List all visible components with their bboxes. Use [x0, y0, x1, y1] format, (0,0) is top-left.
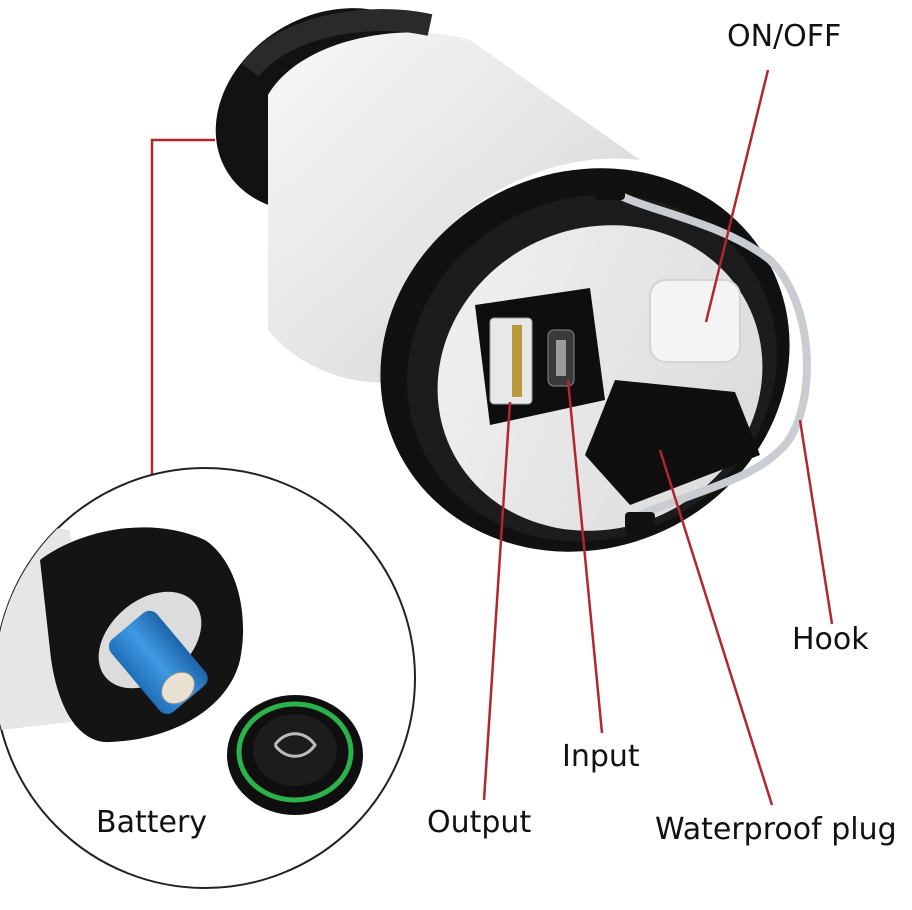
waterproof-plug-label: Waterproof plug [655, 812, 897, 847]
onoff-label: ON/OFF [727, 19, 842, 54]
port-panel [475, 288, 605, 425]
waterproof-plug [585, 380, 760, 505]
battery-label: Battery [96, 805, 208, 840]
onoff-button [649, 279, 741, 363]
input-label: Input [562, 739, 640, 774]
output-label: Output [427, 805, 532, 840]
usb-output-port [489, 317, 533, 405]
battery-detail-inset [0, 467, 416, 889]
hook-handle [595, 178, 811, 534]
hook-label: Hook [792, 622, 869, 657]
callout-lines [150, 69, 834, 806]
